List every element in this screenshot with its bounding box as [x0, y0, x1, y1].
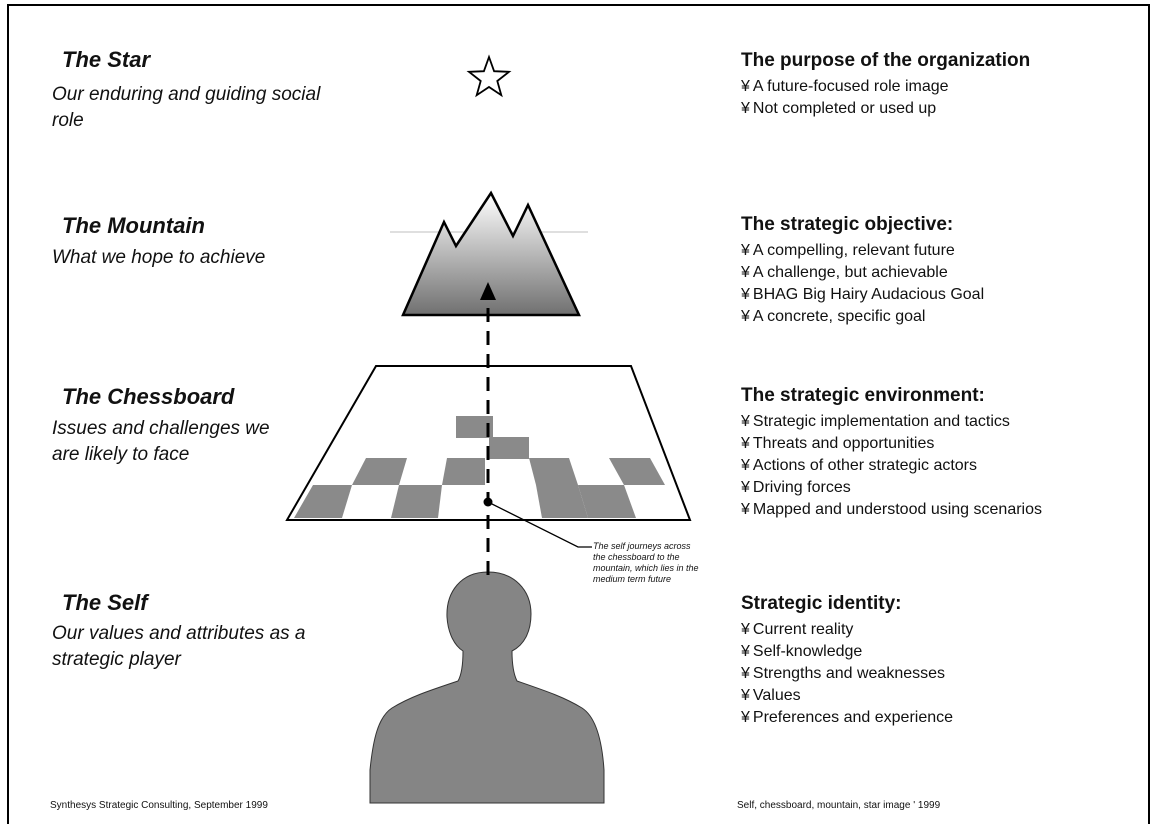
list-item: ¥Current reality [741, 621, 854, 638]
list-item: ¥Values [741, 687, 801, 704]
list-item: ¥Strengths and weaknesses [741, 665, 946, 682]
bullet-glyph: ¥ [741, 242, 750, 259]
bullet-glyph: ¥ [741, 286, 750, 303]
bullet-glyph: ¥ [741, 435, 750, 452]
objective-title: The strategic objective: [741, 214, 954, 235]
list-item: ¥BHAG Big Hairy Audacious Goal [741, 286, 985, 303]
bullet-glyph: ¥ [741, 501, 750, 518]
list-item: ¥A challenge, but achievable [741, 264, 948, 281]
list-item: ¥A concrete, specific goal [741, 308, 926, 325]
star-subtitle: Our enduring and guiding social role [52, 84, 321, 131]
environment-title: The strategic environment: [741, 385, 985, 406]
list-item: ¥Actions of other strategic actors [741, 457, 978, 474]
bullet-glyph: ¥ [741, 621, 750, 638]
footer-left: Synthesys Strategic Consulting, Septembe… [50, 800, 268, 811]
bullet-glyph: ¥ [741, 308, 750, 325]
mountain-subtitle: What we hope to achieve [52, 247, 266, 268]
list-item: ¥A compelling, relevant future [741, 242, 955, 259]
star-icon [466, 54, 512, 98]
bullet-glyph: ¥ [741, 100, 750, 117]
mountain-title: The Mountain [62, 213, 205, 238]
self-subtitle: Our values and attributes as a strategic… [52, 623, 306, 670]
chessboard-icon [285, 365, 692, 521]
bullet-glyph: ¥ [741, 413, 750, 430]
self-title: The Self [62, 590, 148, 615]
identity-title: Strategic identity: [741, 593, 902, 614]
arrow-up-icon [480, 282, 496, 300]
objective-list: ¥A compelling, relevant future ¥A challe… [741, 240, 984, 328]
identity-list: ¥Current reality ¥Self-knowledge ¥Streng… [741, 619, 953, 729]
purpose-title: The purpose of the organization [741, 50, 1031, 71]
bullet-glyph: ¥ [741, 709, 750, 726]
list-item: ¥Self-knowledge [741, 643, 863, 660]
list-item: ¥Preferences and experience [741, 709, 954, 726]
footer-right: Self, chessboard, mountain, star image '… [737, 800, 941, 811]
bullet-glyph: ¥ [741, 78, 750, 95]
list-item: ¥Driving forces [741, 479, 851, 496]
person-silhouette-icon [369, 571, 605, 804]
bullet-glyph: ¥ [741, 457, 750, 474]
caption-leader-line [487, 501, 592, 548]
list-item: ¥Not completed or used up [741, 100, 937, 117]
chessboard-title: The Chessboard [62, 384, 235, 409]
bullet-glyph: ¥ [741, 479, 750, 496]
list-item: ¥A future-focused role image [741, 78, 949, 95]
diagram-frame [7, 4, 1150, 824]
bullet-glyph: ¥ [741, 665, 750, 682]
bullet-glyph: ¥ [741, 264, 750, 281]
bullet-glyph: ¥ [741, 643, 750, 660]
environment-list: ¥Strategic implementation and tactics ¥T… [741, 411, 1042, 521]
list-item: ¥Threats and opportunities [741, 435, 935, 452]
mountain-icon [390, 190, 588, 317]
star-title: The Star [62, 47, 151, 72]
list-item: ¥Mapped and understood using scenarios [741, 501, 1042, 518]
purpose-list: ¥A future-focused role image ¥Not comple… [741, 76, 949, 120]
bullet-glyph: ¥ [741, 687, 750, 704]
journey-caption: The self journeys across the chessboard … [593, 541, 699, 584]
chessboard-subtitle: Issues and challenges we are likely to f… [52, 418, 270, 465]
list-item: ¥Strategic implementation and tactics [741, 413, 1010, 430]
